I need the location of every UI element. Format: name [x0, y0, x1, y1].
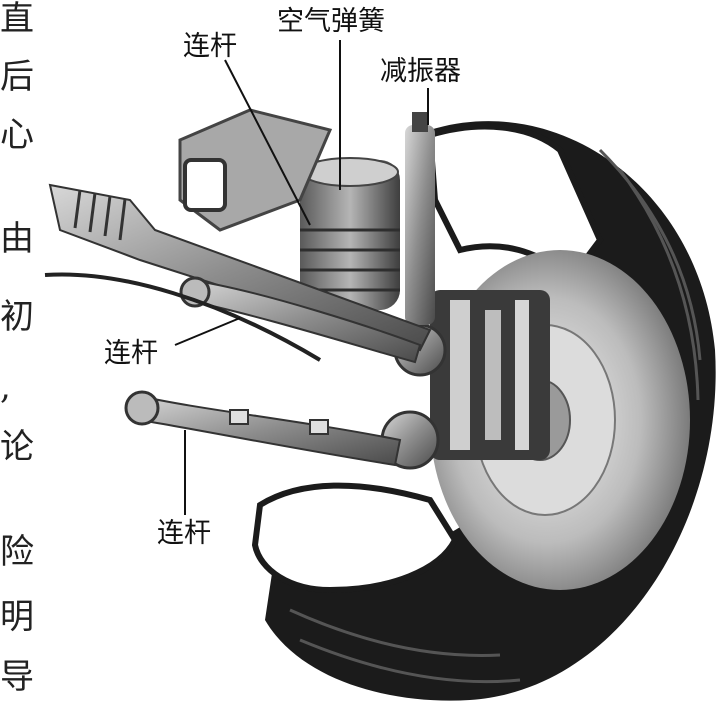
label-link-bottom: 连杆 — [157, 520, 211, 547]
label-air-spring: 空气弹簧 — [277, 8, 385, 35]
side-char: 初 — [0, 300, 34, 334]
shock-absorber — [405, 112, 435, 325]
link-lower — [126, 392, 400, 465]
side-char: 直 — [0, 2, 34, 36]
side-char: 险 — [0, 535, 34, 569]
side-char: 论 — [0, 430, 34, 464]
label-shock-absorber: 减振器 — [380, 58, 461, 85]
leader-link-middle — [175, 318, 240, 345]
side-char: 导 — [0, 660, 34, 694]
label-link-top: 连杆 — [183, 33, 237, 60]
side-char: 心 — [0, 118, 34, 152]
label-link-middle: 连杆 — [104, 340, 158, 367]
side-char: , — [0, 370, 11, 404]
side-char: 后 — [0, 60, 34, 94]
side-char: 明 — [0, 600, 34, 634]
side-char: 由 — [0, 222, 34, 256]
